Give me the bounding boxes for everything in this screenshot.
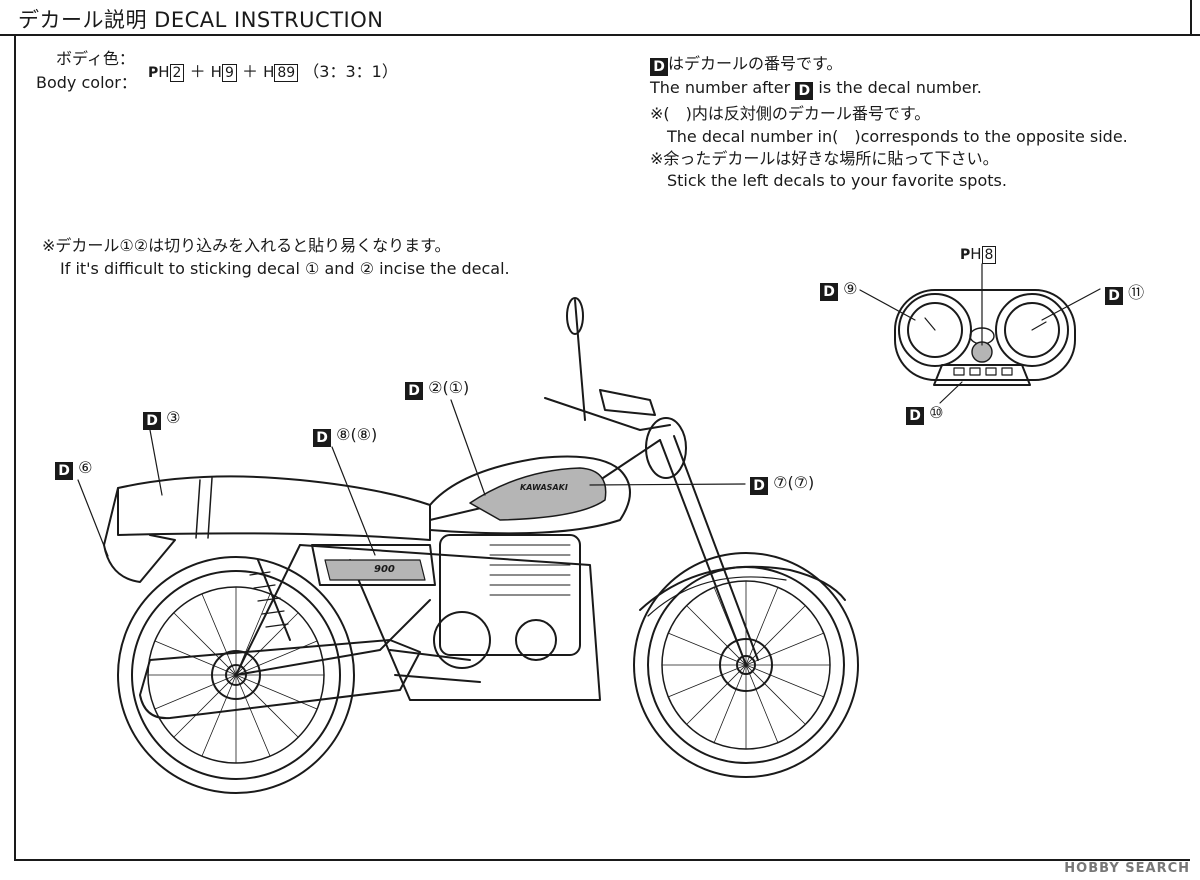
callout-2: D ②(①) [405,378,469,400]
tank-stripe [469,467,607,521]
paint-p-icon: P [960,247,971,263]
plus-sign: ＋ [241,62,258,81]
exhaust-muffler [139,639,421,720]
plus-sign: ＋ [189,62,206,81]
front-fork [659,439,747,666]
paint-code-2: 9 [221,64,237,82]
frame-tubes [299,544,601,701]
decal-d-icon: D [795,82,814,100]
engine-logo: 900 [374,564,395,575]
frame-left-border [14,35,16,861]
callout-7-label: ⑦(⑦) [773,473,815,492]
note-1-en-text-b: is the decal number. [818,78,982,97]
paint-h-prefix: H [970,245,982,263]
decal-d-icon: D [750,477,768,495]
callout-9-label: ⑨ [843,279,858,298]
note-3-jp: ※余ったデカールは好きな場所に貼って下さい。 [650,149,999,168]
mix-ratio: （3：3：1） [303,62,398,81]
fuel-tank [429,455,631,535]
body-color-label-jp: ボディ色： [56,49,135,68]
frame-bottom-border [14,859,1190,861]
paint-code-3: 89 [274,64,299,82]
body-color-label-en: Body color： [36,73,137,92]
decal-d-icon: D [143,412,161,430]
callout-8-label: ⑧(⑧) [336,425,378,444]
page-title: デカール説明 DECAL INSTRUCTION [18,8,384,32]
seat [117,475,431,541]
paint-code-meter: 8 [981,246,997,264]
side-cover [311,544,436,586]
engine-block [439,534,581,656]
decal-d-icon: D [1105,287,1123,305]
tip-jp: ※デカール①②は切り込みを入れると貼り易くなります。 [42,236,451,255]
paint-code-1: 2 [169,64,185,82]
decal-d-icon: D [650,58,668,76]
callout-6-label: ⑥ [78,458,93,477]
leader-lines [77,263,1101,557]
callout-11: D ⑪ [1105,279,1144,305]
paint-p-icon: P [148,65,159,81]
note-2-en: The decal number in( )corresponds to the… [667,127,1128,146]
paint-h-prefix: H [158,63,170,81]
engine-fins [489,544,571,596]
headlight [645,417,687,479]
callout-10-label: ⑩ [929,403,944,422]
note-1-en-text-a: The number after [650,78,791,97]
callout-7: D ⑦(⑦) [750,473,814,495]
tip-en: If it's difficult to sticking decal ① an… [60,259,510,278]
mirror [566,297,584,335]
meter-housing [599,389,656,416]
paint-h-prefix: H [210,63,222,81]
front-fender [639,565,846,611]
callout-11-label: ⑪ [1128,283,1145,302]
header-rule [0,34,1200,36]
callout-2-label: ②(①) [428,378,470,397]
note-1-en: The number after D is the decal number. [650,77,982,100]
callout-3-label: ③ [166,408,181,427]
callout-3: D ③ [143,408,180,430]
decal-d-icon: D [820,283,838,301]
callout-6: D ⑥ [55,458,92,480]
gauge-cluster [894,289,1076,386]
decal-d-icon: D [906,407,924,425]
decal-d-icon: D [405,382,423,400]
decal-d-icon: D [313,429,331,447]
watermark: HOBBY SEARCH [1064,861,1190,876]
engine-cover [433,611,491,669]
note-3-en: Stick the left decals to your favorite s… [667,171,1007,190]
handlebar [544,397,671,431]
callout-9: D ⑨ [820,279,857,301]
mirror-stem [574,299,586,421]
callout-10: D ⑩ [906,403,943,425]
callout-8: D ⑧(⑧) [313,425,377,447]
decal-d-icon: D [55,462,73,480]
tank-logo: KAWASAKI [520,483,568,492]
note-2-jp: ※( )内は反対側のデカール番号です。 [650,104,931,123]
header-rule-tick [1190,0,1192,34]
note-1-jp-text: はデカールの番号です。 [668,54,843,73]
paint-h-prefix: H [263,63,275,81]
